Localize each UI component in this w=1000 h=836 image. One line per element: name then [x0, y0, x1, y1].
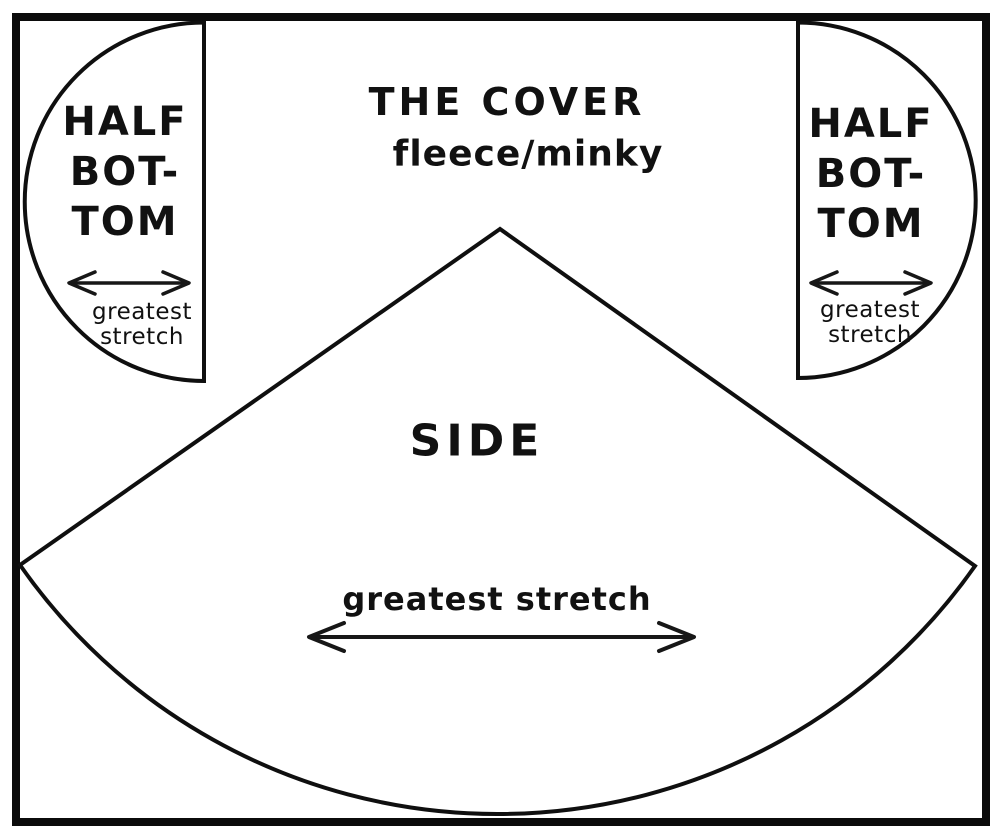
label-line: TOM	[71, 199, 179, 245]
half-bottom-right-label: HALF BOT- TOM	[808, 99, 933, 249]
stretch-arrow-left-icon	[67, 270, 191, 296]
stretch-line: stretch	[100, 324, 184, 350]
page-subtitle: fleece/minky	[392, 133, 664, 175]
side-piece-label: SIDE	[409, 415, 545, 467]
page-title: THE COVER	[368, 80, 646, 124]
half-bottom-right-stretch-label: greatest stretch	[820, 298, 920, 348]
half-bottom-right-shape	[796, 20, 978, 381]
label-line: TOM	[817, 201, 925, 247]
label-line: HALF	[808, 101, 934, 147]
label-line: BOT-	[815, 151, 927, 197]
half-bottom-left-stretch-label: greatest stretch	[92, 300, 192, 350]
stretch-arrow-center-icon	[307, 621, 696, 653]
half-bottom-left-label: HALF BOT- TOM	[62, 97, 187, 247]
half-bottom-left-shape	[22, 20, 206, 384]
label-line: HALF	[62, 99, 188, 145]
side-shape	[17, 226, 978, 817]
stretch-line: greatest	[820, 297, 920, 323]
label-line: BOT-	[69, 149, 181, 195]
outer-border-frame	[12, 13, 990, 826]
side-stretch-label: greatest stretch	[342, 580, 652, 618]
stretch-line: stretch	[828, 322, 912, 348]
stretch-line: greatest	[92, 299, 192, 325]
stretch-arrow-right-icon	[809, 270, 933, 296]
